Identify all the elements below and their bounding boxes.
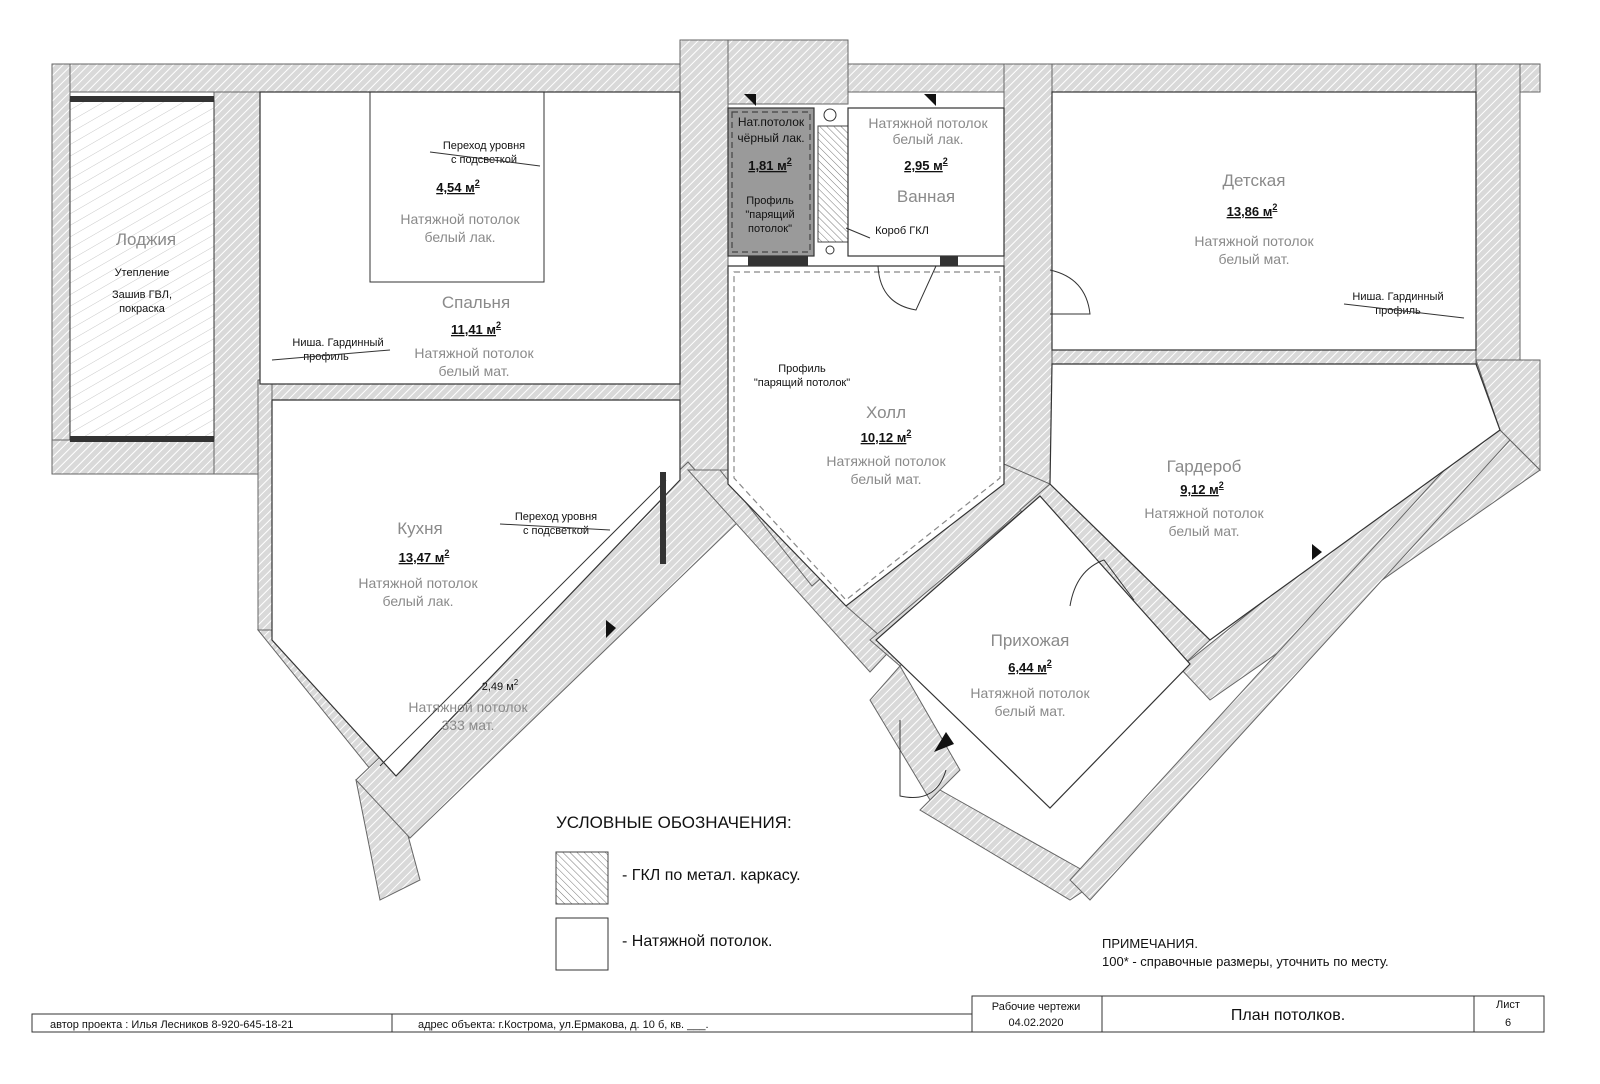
loggia-note-3: покраска — [119, 303, 166, 315]
hall-name: Холл — [866, 403, 906, 422]
kitchen: Переход уровня с подсветкой Кухня 13,47 … — [271, 399, 681, 777]
kids-ceil-2: белый мат. — [1219, 251, 1290, 267]
section-markers — [606, 94, 1322, 638]
kitchen-strip-ceil-1: Натяжной потолок — [408, 699, 528, 715]
legend-gkl-swatch — [555, 851, 609, 905]
wc-ceil-2: чёрный лак. — [737, 131, 804, 145]
kids-ceil-1: Натяжной потолок — [1194, 233, 1314, 249]
kitchen-transition-1: Переход уровня — [515, 511, 597, 523]
legend-gkl-label: - ГКЛ по метал. каркасу. — [622, 867, 801, 884]
bath-ceil-1: Натяжной потолок — [868, 115, 988, 131]
kitchen-strip-ceil-2: 333 мат. — [441, 717, 494, 733]
walls — [51, 39, 1541, 901]
bedroom-inner-ceil-2: белый лак. — [424, 229, 495, 245]
kids-name: Детская — [1223, 171, 1286, 190]
bath-ceil-2: белый лак. — [892, 131, 963, 147]
loggia-name: Лоджия — [116, 230, 176, 249]
author: автор проекта : Илья Лесников 8-920-645-… — [50, 1019, 293, 1031]
address: адрес объекта: г.Кострома, ул.Ермакова, … — [418, 1019, 709, 1031]
legend-title: УСЛОВНЫЕ ОБОЗНАЧЕНИЯ: — [556, 813, 792, 832]
wc-ceil-1: Нат.потолок — [738, 115, 805, 129]
kitchen-name: Кухня — [397, 519, 443, 538]
wc-profile-1: Профиль — [746, 195, 794, 207]
wc-area: 1,81 м2 — [748, 156, 792, 173]
kids-area: 13,86 м2 — [1227, 202, 1278, 219]
wardrobe-ceil-1: Натяжной потолок — [1144, 505, 1264, 521]
entry-area: 6,44 м2 — [1008, 658, 1052, 675]
loggia-note-1: Утепление — [115, 267, 170, 279]
bath: Натяжной потолок белый лак. 2,95 м2 Ванн… — [845, 107, 1005, 266]
bedroom-inner-area: 4,54 м2 — [436, 178, 480, 195]
kitchen-ceil-2: белый лак. — [382, 593, 453, 609]
kitchen-ceil-1: Натяжной потолок — [358, 575, 478, 591]
bedroom-niche-1: Ниша. Гардинный — [292, 337, 383, 349]
wc: Нат.потолок чёрный лак. 1,81 м2 Профиль … — [727, 107, 849, 266]
bedroom-area: 11,41 м2 — [451, 320, 501, 337]
hall-ceil-1: Натяжной потолок — [826, 453, 946, 469]
bath-area: 2,95 м2 — [904, 156, 948, 173]
entry-hall: Прихожая 6,44 м2 Натяжной потолок белый … — [875, 495, 1191, 809]
bath-name: Ванная — [897, 187, 955, 206]
entry-ceil-2: белый мат. — [995, 703, 1066, 719]
entry-ceil-1: Натяжной потолок — [970, 685, 1090, 701]
notes-title: ПРИМЕЧАНИЯ. — [1102, 936, 1198, 951]
wc-profile-3: потолок" — [748, 223, 792, 235]
wardrobe: Гардероб 9,12 м2 Натяжной потолок белый … — [1049, 363, 1501, 641]
bedroom: Переход уровня с подсветкой 4,54 м2 Натя… — [259, 91, 681, 385]
loggia: Лоджия Утепление Зашив ГВЛ, покраска — [69, 96, 215, 442]
kids-room: Детская 13,86 м2 Натяжной потолок белый … — [1051, 91, 1477, 351]
legend-stretch-swatch — [555, 917, 609, 971]
wardrobe-ceil-2: белый мат. — [1169, 523, 1240, 539]
sheet-number: 6 — [1505, 1017, 1511, 1029]
wardrobe-area: 9,12 м2 — [1180, 480, 1224, 497]
entry-name: Прихожая — [991, 631, 1070, 650]
legend: УСЛОВНЫЕ ОБОЗНАЧЕНИЯ: - ГКЛ по метал. ка… — [555, 813, 801, 971]
docs-label: Рабочие чертежи — [992, 1001, 1080, 1013]
kids-niche-2: профиль — [1375, 305, 1421, 317]
legend-stretch-label: - Натяжной потолок. — [622, 933, 772, 950]
bedroom-ceil-2: белый мат. — [439, 363, 510, 379]
hall: Профиль "парящий потолок" Холл 10,12 м2 … — [727, 265, 1091, 607]
notes: ПРИМЕЧАНИЯ. 100* - справочные размеры, у… — [1102, 936, 1389, 969]
bedroom-ceil-1: Натяжной потолок — [414, 345, 534, 361]
wc-profile-2: "парящий — [745, 209, 794, 221]
hall-profile-1: Профиль — [778, 363, 826, 375]
kitchen-strip-area: 2,49 м2 — [482, 678, 519, 693]
sheet-title: План потолков. — [1231, 1007, 1345, 1024]
kids-niche-1: Ниша. Гардинный — [1352, 291, 1443, 303]
sheet-label: Лист — [1496, 999, 1520, 1011]
hall-ceil-2: белый мат. — [851, 471, 922, 487]
hall-area: 10,12 м2 — [861, 428, 912, 445]
title-block: автор проекта : Илья Лесников 8-920-645-… — [31, 995, 1545, 1033]
bedroom-name: Спальня — [442, 293, 510, 312]
notes-line-1: 100* - справочные размеры, уточнить по м… — [1102, 954, 1389, 969]
kitchen-area: 13,47 м2 — [399, 548, 450, 565]
bath-box: Короб ГКЛ — [875, 225, 929, 237]
wardrobe-name: Гардероб — [1167, 457, 1242, 476]
docs-date: 04.02.2020 — [1008, 1017, 1063, 1029]
loggia-note-2: Зашив ГВЛ, — [112, 289, 172, 301]
hall-profile-2: "парящий потолок" — [754, 377, 850, 389]
bedroom-transition-1: Переход уровня — [443, 140, 525, 152]
bedroom-inner-ceil-1: Натяжной потолок — [400, 211, 520, 227]
